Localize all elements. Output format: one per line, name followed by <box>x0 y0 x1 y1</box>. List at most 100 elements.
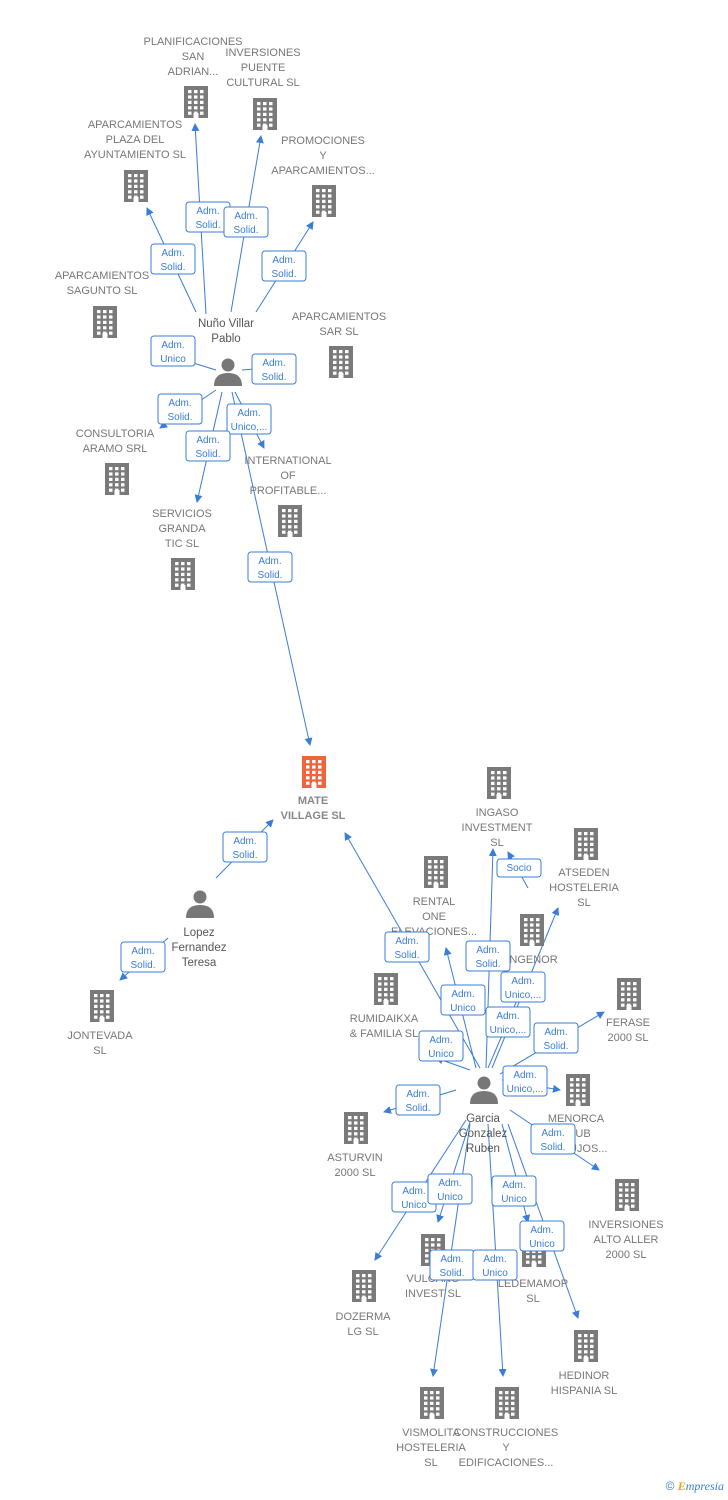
role-badge[interactable]: Adm.Solid. <box>120 941 166 973</box>
role-badge-text: Solid. <box>261 372 286 383</box>
role-badge[interactable]: Adm.Unico <box>491 1175 537 1207</box>
building-icon <box>487 767 511 799</box>
role-badge[interactable]: Adm.Unico,... <box>485 1006 531 1038</box>
role-badge-text: Adm. <box>402 1186 425 1197</box>
company-node[interactable]: RENTALONEELEVACIONES... <box>391 856 477 938</box>
role-badge-text: Solid. <box>394 950 419 961</box>
role-badge-text: Solid. <box>195 449 220 460</box>
company-node[interactable]: INTERNATIONALOFPROFITABLE... <box>244 455 332 537</box>
role-badge[interactable]: Socio <box>496 858 542 878</box>
role-badge[interactable]: Adm.Solid. <box>223 206 269 238</box>
role-badge[interactable]: Adm. Solid. <box>247 551 293 583</box>
node-label: RENTAL <box>413 896 456 908</box>
role-badge-text: Solid. <box>233 225 258 236</box>
role-badge[interactable]: Adm.Unico <box>472 1249 518 1281</box>
role-badge-text: Unico <box>401 1200 427 1211</box>
role-badge-text: Adm. <box>530 1225 553 1236</box>
building-icon <box>374 973 398 1005</box>
role-badge[interactable]: Adm.Solid. <box>185 201 231 233</box>
node-label: SAN <box>182 51 205 63</box>
role-badge[interactable]: Adm.Solid. <box>395 1084 441 1116</box>
node-label: PLANIFICACIONES <box>143 36 242 48</box>
role-badge-text: Solid. <box>439 1268 464 1279</box>
building-icon <box>420 1387 444 1419</box>
node-label: APARCAMIENTOS <box>292 311 386 323</box>
role-badge-text: Adm. <box>440 1254 463 1265</box>
brand-initial: E <box>677 1479 686 1493</box>
role-badge-text: Unico <box>501 1194 527 1205</box>
person-icon <box>186 890 214 918</box>
role-badge[interactable]: Adm. Unico <box>391 1181 437 1213</box>
node-label: VISMOLITA <box>402 1427 461 1439</box>
footer-brand: © Empresia <box>666 1479 724 1494</box>
role-badge-text: Adm. <box>541 1128 564 1139</box>
company-node[interactable]: CONSTRUCCIONESYEDIFICACIONES... <box>454 1387 559 1469</box>
role-badge[interactable]: Adm. Solid. <box>384 931 430 963</box>
node-label: EDIFICACIONES... <box>459 1457 554 1469</box>
role-badge-text: Adm. <box>131 946 154 957</box>
role-badge[interactable]: Adm.Unico <box>150 335 196 367</box>
role-badge-text: Solid. <box>257 570 282 581</box>
node-label: CULTURAL SL <box>226 77 299 89</box>
role-badge[interactable]: Adm.Solid. <box>465 940 511 972</box>
building-icon <box>566 1074 590 1106</box>
role-badge[interactable]: Adm. Unico <box>519 1220 565 1252</box>
building-icon <box>424 856 448 888</box>
node-label: FERASE <box>606 1017 650 1029</box>
role-badge-text: Adm. <box>258 556 281 567</box>
role-badge[interactable]: Adm.Solid. <box>533 1022 579 1054</box>
role-badge[interactable]: Adm. Solid. <box>429 1249 475 1281</box>
role-badge-text: Unico,... <box>505 990 542 1001</box>
role-badge[interactable]: Adm.Unico,... <box>502 1065 548 1097</box>
node-label: HISPANIA SL <box>551 1385 617 1397</box>
node-label: CONSULTORIA <box>76 428 155 440</box>
company-node[interactable]: RUMIDAIKXA& FAMILIA SL <box>350 973 419 1040</box>
role-badge[interactable]: Adm. Solid. <box>185 430 231 462</box>
node-label: Gonzalez <box>459 1128 508 1140</box>
role-badge-text: Adm. <box>544 1027 567 1038</box>
role-badge[interactable]: Adm.Unico,... <box>500 971 546 1003</box>
role-badge[interactable]: Adm.Unico <box>440 984 486 1016</box>
role-badge[interactable]: Adm.Solid. <box>261 250 307 282</box>
company-node[interactable]: PLANIFICACIONESSANADRIAN... <box>143 36 243 118</box>
role-badge-text: Adm. <box>262 358 285 369</box>
role-badge[interactable]: Adm.Unico <box>418 1030 464 1062</box>
role-badge-text: Adm. <box>395 936 418 947</box>
company-node[interactable]: PROMOCIONESYAPARCAMIENTOS... <box>271 135 375 217</box>
role-badge-text: Unico <box>529 1239 555 1250</box>
node-label: SL <box>577 897 590 909</box>
role-badge[interactable]: Adm.Solid. <box>222 831 268 863</box>
role-badge-text: Adm. <box>196 435 219 446</box>
node-label: RUMIDAIKXA <box>350 1013 419 1025</box>
node-label: AYUNTAMIENTO SL <box>84 149 186 161</box>
company-node[interactable]: INGENOR <box>506 914 558 966</box>
role-badge[interactable]: Adm.Unico,... <box>226 403 272 435</box>
role-badge-text: Solid. <box>160 262 185 273</box>
role-badge[interactable]: Adm.Solid. <box>530 1123 576 1155</box>
role-badge[interactable]: Adm. Solid. <box>251 353 297 385</box>
role-badge[interactable]: Adm.Unico <box>427 1173 473 1205</box>
role-badge[interactable]: Adm.Solid. <box>157 393 203 425</box>
role-badge[interactable]: Adm.Solid. <box>150 243 196 275</box>
